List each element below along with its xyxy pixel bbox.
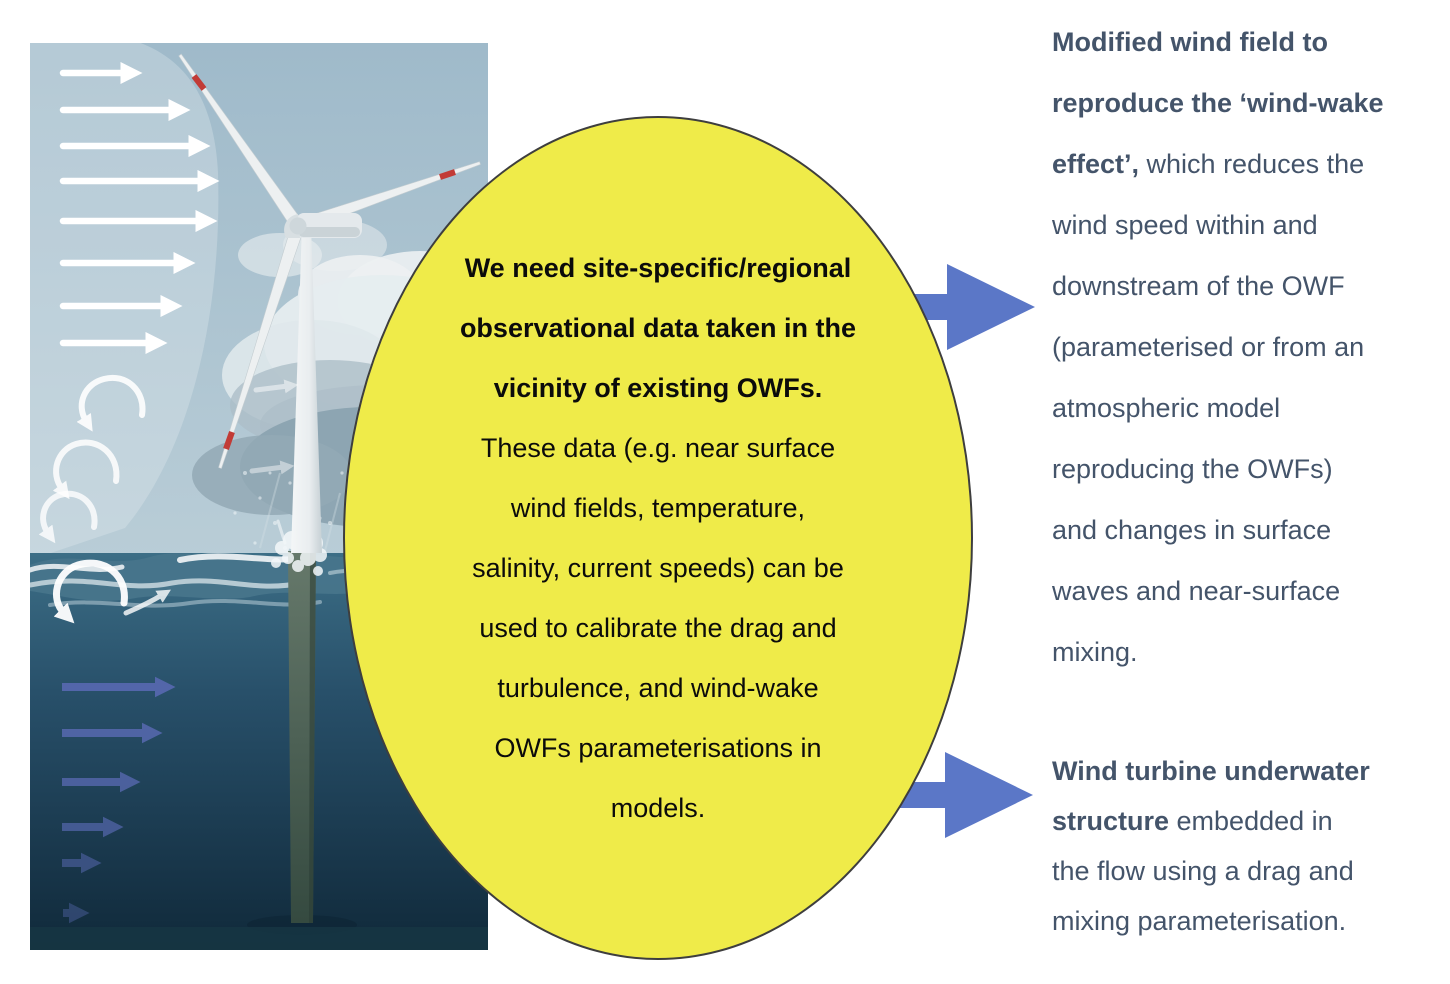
current-profile-arrows (62, 676, 176, 924)
connector-arrow-bottom (893, 752, 1033, 838)
text-line: Wind turbine underwater (1052, 746, 1450, 796)
text-run: (parameterised or from an (1052, 332, 1365, 362)
text-run: and changes in surface (1052, 515, 1332, 545)
text-run-bold: structure (1052, 806, 1170, 836)
text-run-bold: reproduce the ‘wind-wake (1052, 88, 1384, 118)
text-line: atmospheric model (1052, 378, 1450, 439)
text-line: reproducing the OWFs) (1052, 439, 1450, 500)
callout-line: OWFs parameterisations in (494, 733, 822, 763)
text-line: Modified wind field to (1052, 12, 1450, 73)
text-run: embedded in (1169, 806, 1333, 836)
text-line: and changes in surface (1052, 500, 1450, 561)
text-line: the flow using a drag and (1052, 846, 1450, 896)
seabed (30, 927, 488, 950)
connector-arrow-top (895, 264, 1035, 350)
callout-ellipse: We need site-specific/regional observatio… (343, 116, 973, 960)
text-line: downstream of the OWF (1052, 256, 1450, 317)
callout-line: salinity, current speeds) can be (472, 553, 844, 583)
text-line: effect’, which reduces the (1052, 134, 1450, 195)
text-line: waves and near-surface (1052, 561, 1450, 622)
text-line: wind speed within and (1052, 195, 1450, 256)
text-run: wind speed within and (1052, 210, 1318, 240)
wind-profile-arrows (59, 61, 220, 355)
text-run: atmospheric model (1052, 393, 1281, 423)
text-run-bold: Wind turbine underwater (1052, 756, 1370, 786)
callout-line: models. (610, 793, 706, 823)
text-line: reproduce the ‘wind-wake (1052, 73, 1450, 134)
text-run-bold: effect’, (1052, 149, 1140, 179)
text-wind-wake-effect: Modified wind field to reproduce the ‘win… (1052, 12, 1450, 683)
callout-line: observational data taken in the (459, 313, 857, 343)
callout-line: used to calibrate the drag and (479, 613, 837, 643)
text-run-bold: Modified wind field to (1052, 27, 1328, 57)
rotor-hub (289, 217, 307, 235)
callout-line: vicinity of existing OWFs. (493, 373, 823, 403)
text-line: mixing parameterisation. (1052, 896, 1450, 946)
text-run: mixing parameterisation. (1052, 906, 1347, 936)
callout-line: turbulence, and wind-wake (497, 673, 819, 703)
text-run: waves and near-surface (1052, 576, 1341, 606)
text-run: the flow using a drag and (1052, 856, 1354, 886)
wind-turbine (178, 53, 481, 553)
blade-tip-markers (191, 74, 456, 450)
text-run: mixing. (1052, 637, 1138, 667)
text-line: (parameterised or from an (1052, 317, 1450, 378)
text-run: reproducing the OWFs) (1052, 454, 1333, 484)
turbine-tower (291, 225, 322, 553)
callout-line: We need site-specific/regional (464, 253, 852, 283)
text-line: structure embedded in (1052, 796, 1450, 846)
turbulence-swirl-arrows (38, 374, 299, 624)
text-run: which reduces the (1139, 149, 1365, 179)
turbine-blades (178, 53, 481, 469)
callout-line: These data (e.g. near surface (480, 433, 836, 463)
text-line: mixing. (1052, 622, 1450, 683)
text-underwater-structure: Wind turbine underwater structure embedde… (1052, 746, 1450, 946)
callout-text: We need site-specific/regional observatio… (385, 238, 931, 838)
callout-line: wind fields, temperature, (510, 493, 806, 523)
text-run: downstream of the OWF (1052, 271, 1345, 301)
